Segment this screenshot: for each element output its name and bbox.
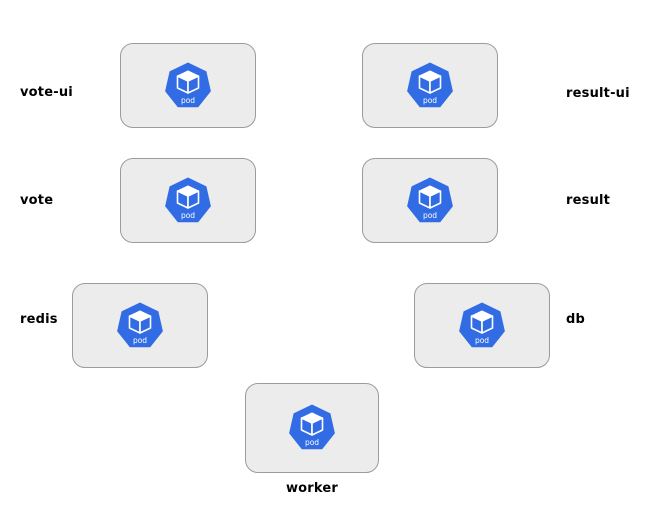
pod-node-result[interactable]	[362, 158, 498, 243]
pod-node-vote-ui[interactable]	[120, 43, 256, 128]
node-label-worker: worker	[285, 481, 339, 496]
kubernetes-pod-icon	[459, 302, 505, 347]
pod-node-worker[interactable]	[245, 383, 379, 473]
kubernetes-pod-icon	[165, 177, 211, 222]
node-label-redis: redis	[20, 312, 58, 327]
node-label-result: result	[566, 193, 611, 208]
pod-node-vote[interactable]	[120, 158, 256, 243]
node-label-vote: vote	[20, 193, 54, 208]
node-label-result-ui: result-ui	[566, 86, 630, 101]
pod-node-db[interactable]	[414, 283, 550, 368]
pod-node-result-ui[interactable]	[362, 43, 498, 128]
kubernetes-pod-icon	[289, 405, 335, 450]
kubernetes-pod-icon	[117, 302, 163, 347]
node-label-vote-ui: vote-ui	[20, 85, 73, 100]
kubernetes-pod-icon	[165, 62, 211, 107]
pod-node-redis[interactable]	[72, 283, 208, 368]
node-label-db: db	[566, 312, 586, 327]
kubernetes-pod-icon	[407, 177, 453, 222]
kubernetes-pod-icon	[407, 62, 453, 107]
